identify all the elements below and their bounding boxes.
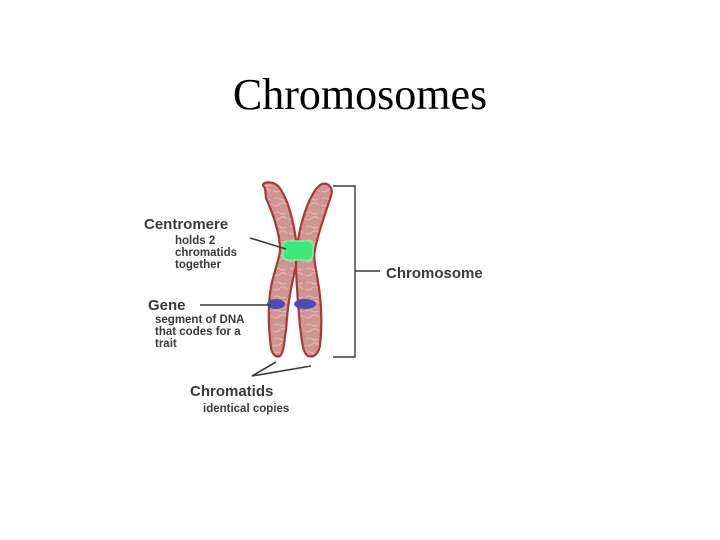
chromatids-heading: Chromatids (190, 383, 273, 400)
gene-description: segment of DNA that codes for a trait (155, 314, 247, 350)
gene-band-right (294, 299, 316, 309)
gene-band-left (267, 299, 285, 309)
chromosome-bracket (333, 185, 380, 358)
right-chromatid (294, 182, 333, 358)
centromere-description: holds 2 chromatids together (175, 235, 240, 271)
chromosome-heading: Chromosome (386, 265, 483, 282)
gene-heading: Gene (148, 297, 186, 314)
centromere-heading: Centromere (144, 216, 228, 233)
slide-title: Chromosomes (232, 70, 488, 119)
left-chromatid (262, 181, 299, 358)
chromatids-description: identical copies (203, 403, 289, 415)
chromatids-pointer (251, 361, 312, 377)
centromere-spot (282, 240, 314, 261)
centromere-pointer (249, 237, 287, 250)
